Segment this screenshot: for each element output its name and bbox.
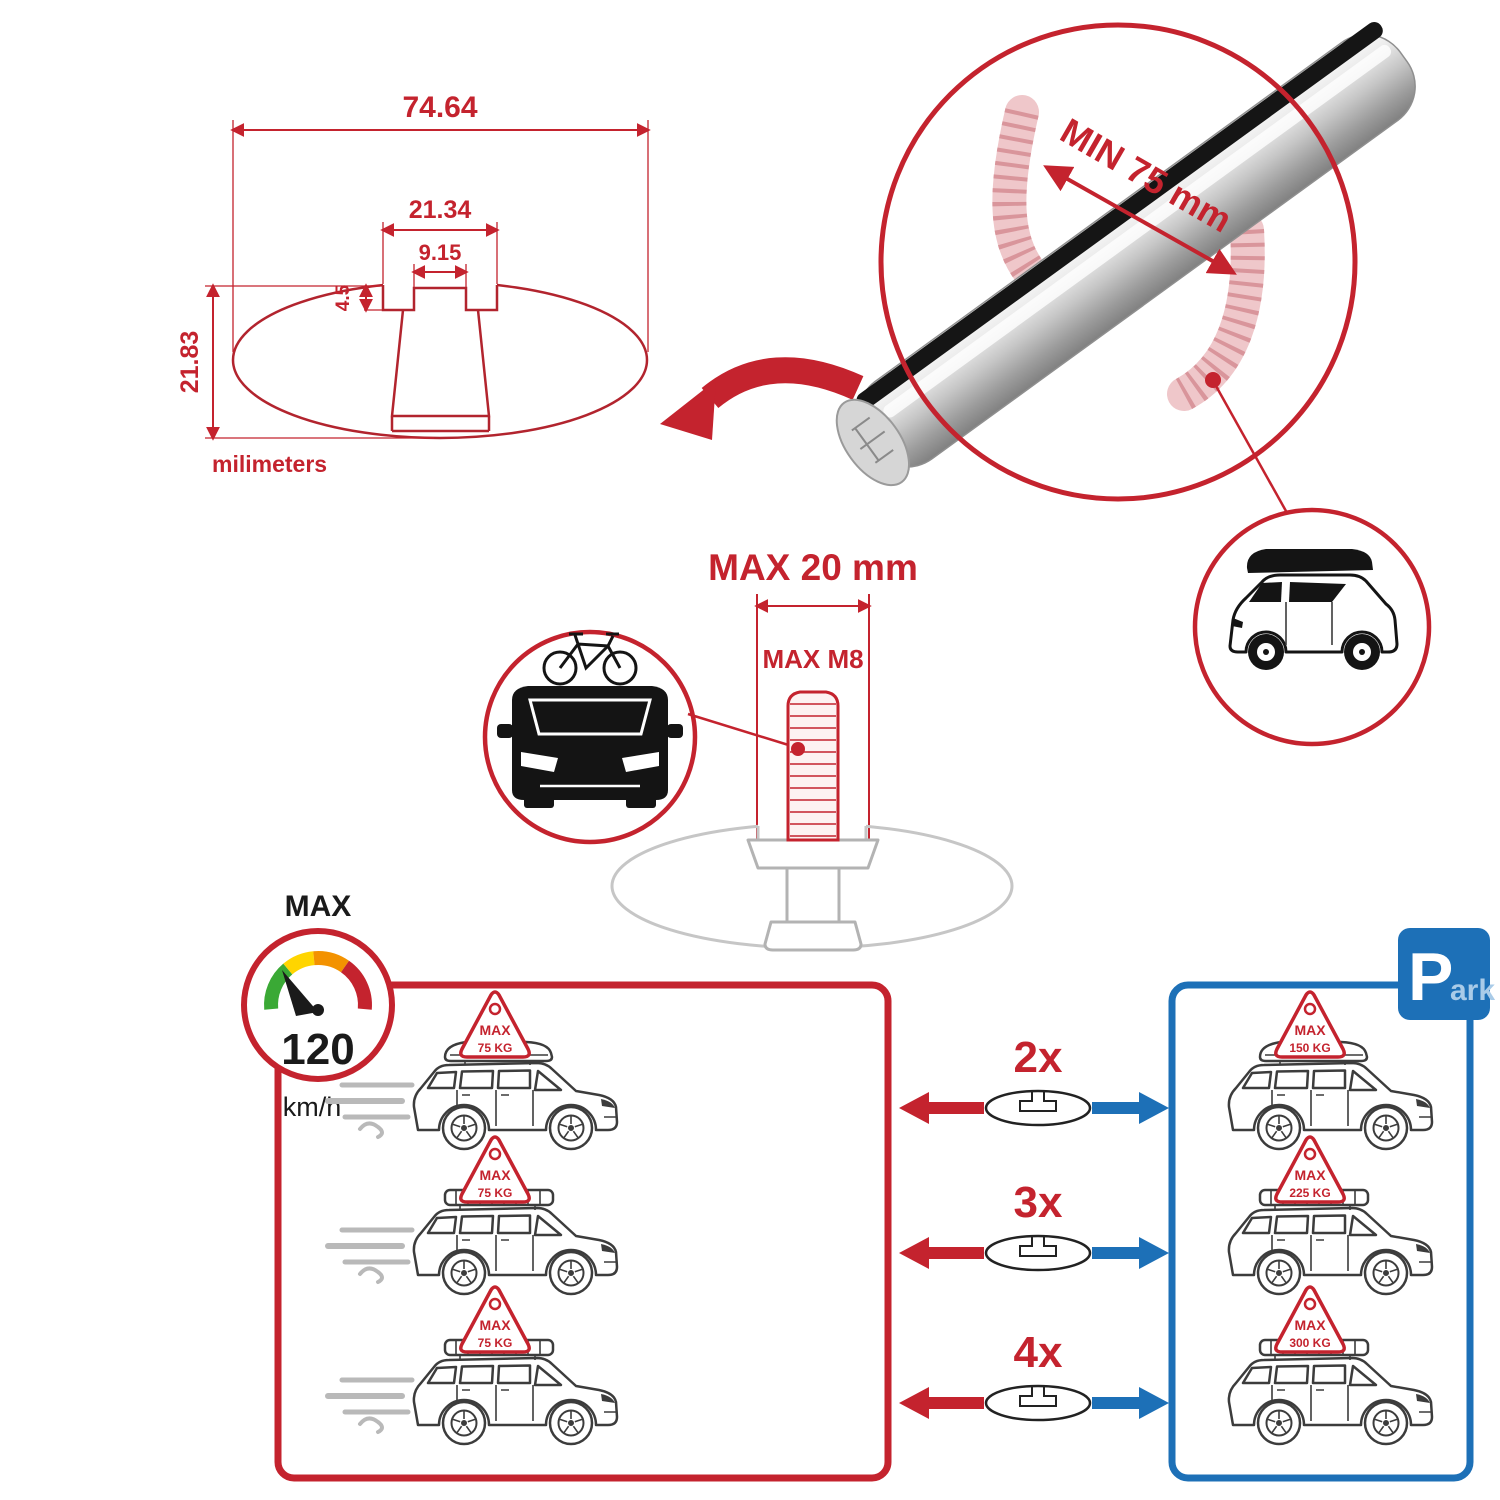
arrow-right-blue <box>1092 1387 1169 1419</box>
gauge-yellow <box>283 951 315 975</box>
tag-weight: 150 KG <box>1289 1041 1330 1055</box>
quantity-row-3: 4x <box>899 1328 1169 1422</box>
car-windshield <box>528 698 652 736</box>
clamp-arm-right-ribs <box>1175 228 1265 409</box>
callout-dot <box>791 742 805 756</box>
rooftop-box-car-badge <box>1192 507 1432 747</box>
bar-profile-icon <box>984 1384 1092 1422</box>
quantity-row-2: 3x <box>899 1178 1169 1272</box>
tag-max: MAX <box>479 1167 511 1183</box>
speed-limit-gauge: MAX 120 km/h <box>241 890 395 1122</box>
arrow-right-blue <box>1092 1092 1169 1124</box>
park-sign-suffix: ark <box>1450 974 1495 1007</box>
tag-max: MAX <box>1294 1167 1326 1183</box>
car-headlight-right <box>622 752 659 772</box>
arrow-left-red <box>899 1387 984 1419</box>
dim-lip-label: 4.5 <box>333 284 354 311</box>
tag-weight: 75 KG <box>478 1336 513 1350</box>
dim-total-height-label: 21.83 <box>176 331 204 394</box>
gauge-needle <box>282 970 318 1016</box>
bar-end-face <box>835 398 911 487</box>
load-tag: MAX 75 KG <box>459 990 531 1059</box>
driving-car-row-3: MAX 75 KG <box>328 1285 617 1444</box>
arrow-right-blue <box>1092 1237 1169 1269</box>
tag-weight: 75 KG <box>478 1186 513 1200</box>
bar-profile-icon <box>984 1234 1092 1272</box>
bar-profile-icon <box>984 1089 1092 1127</box>
tag-max: MAX <box>1294 1022 1326 1038</box>
park-sign: P ark <box>1398 928 1495 1020</box>
car-mirror <box>667 724 683 738</box>
tag-weight: 225 KG <box>1289 1186 1330 1200</box>
threaded-bolt <box>786 690 840 842</box>
load-tag: MAX 300 KG <box>1274 1285 1346 1354</box>
arrow-left-red <box>899 1092 984 1124</box>
magnifier-ring <box>878 22 1358 502</box>
bicycle-icon <box>542 632 638 686</box>
bar-magnifier-circle: MIN 75 mm <box>835 21 1416 521</box>
parked-car-row-3: MAX 300 KG <box>1229 1285 1432 1444</box>
suv-windshield <box>1249 582 1282 602</box>
t-nut-stem <box>785 866 841 924</box>
callout-line-to-car <box>1214 385 1293 521</box>
park-sign-letter: P <box>1408 939 1453 1015</box>
t-slot-channel <box>381 285 499 312</box>
clamp-arm-left-ribs <box>992 108 1044 283</box>
profile-oval <box>231 280 649 440</box>
speed-value: 120 <box>281 1025 354 1074</box>
callout-line-to-bolt <box>687 712 796 749</box>
quantity-label: 2x <box>1014 1033 1063 1082</box>
min-span-arrow <box>1043 165 1237 275</box>
suv-side-window <box>1289 582 1346 602</box>
t-nut-flange <box>746 838 880 870</box>
inner-cavity <box>390 309 491 433</box>
dim-slot-outer-label: 21.34 <box>409 196 472 224</box>
driving-car-row-1: MAX 75 KG <box>328 990 617 1149</box>
arrow-left-red <box>899 1237 984 1269</box>
parked-car-row-2: MAX 225 KG <box>1229 1135 1432 1294</box>
quantity-label: 3x <box>1014 1178 1063 1227</box>
ext-line <box>205 285 434 439</box>
dim-slot-inner-label: 9.15 <box>419 240 462 265</box>
load-tag: MAX 75 KG <box>459 1135 531 1204</box>
gauge-orange <box>313 951 350 973</box>
speed-title: MAX <box>285 890 352 923</box>
load-tag: MAX 225 KG <box>1274 1135 1346 1204</box>
callout-dot <box>1205 372 1221 388</box>
units-label: milimeters <box>212 451 327 477</box>
max-length-label: MAX 20 mm <box>708 547 918 588</box>
tag-max: MAX <box>479 1317 511 1333</box>
quantity-row-1: 2x <box>899 1033 1169 1127</box>
roof-cargo-box <box>1246 549 1373 573</box>
park-sign-plate <box>1398 928 1490 1020</box>
quantity-label: 4x <box>1014 1328 1063 1377</box>
car-mirror <box>497 724 513 738</box>
load-tag: MAX 75 KG <box>459 1285 531 1354</box>
gauge-red <box>340 960 372 1010</box>
load-tag: MAX 150 KG <box>1274 990 1346 1059</box>
bolt-dimension-diagram: MAX 20 mm MAX M8 <box>610 547 1014 952</box>
parked-car-row-1: MAX 150 KG <box>1229 990 1432 1149</box>
t-nut-foot <box>763 920 863 952</box>
suv-headlight <box>1232 618 1243 628</box>
tag-weight: 300 KG <box>1289 1336 1330 1350</box>
aluminum-crossbar-render <box>835 21 1416 487</box>
bolt-threads <box>790 703 836 837</box>
dim-total-width-label: 74.64 <box>402 91 477 124</box>
speed-units: km/h <box>283 1092 342 1122</box>
bike-on-car-badge <box>482 629 698 845</box>
max-thread-label: MAX M8 <box>762 644 863 674</box>
tag-max: MAX <box>479 1022 511 1038</box>
zoom-arrow <box>660 357 864 440</box>
car-front-silhouette <box>512 686 668 800</box>
driving-car-row-2: MAX 75 KG <box>328 1135 617 1294</box>
gauge-green <box>264 963 293 1010</box>
crossbar-cross-section-diagram: 74.64 21.34 9.15 4.5 21.83 milimeters <box>176 91 651 477</box>
tag-max: MAX <box>1294 1317 1326 1333</box>
car-headlight-left <box>521 752 558 772</box>
tag-weight: 75 KG <box>478 1041 513 1055</box>
rubber-strip <box>856 21 1383 410</box>
